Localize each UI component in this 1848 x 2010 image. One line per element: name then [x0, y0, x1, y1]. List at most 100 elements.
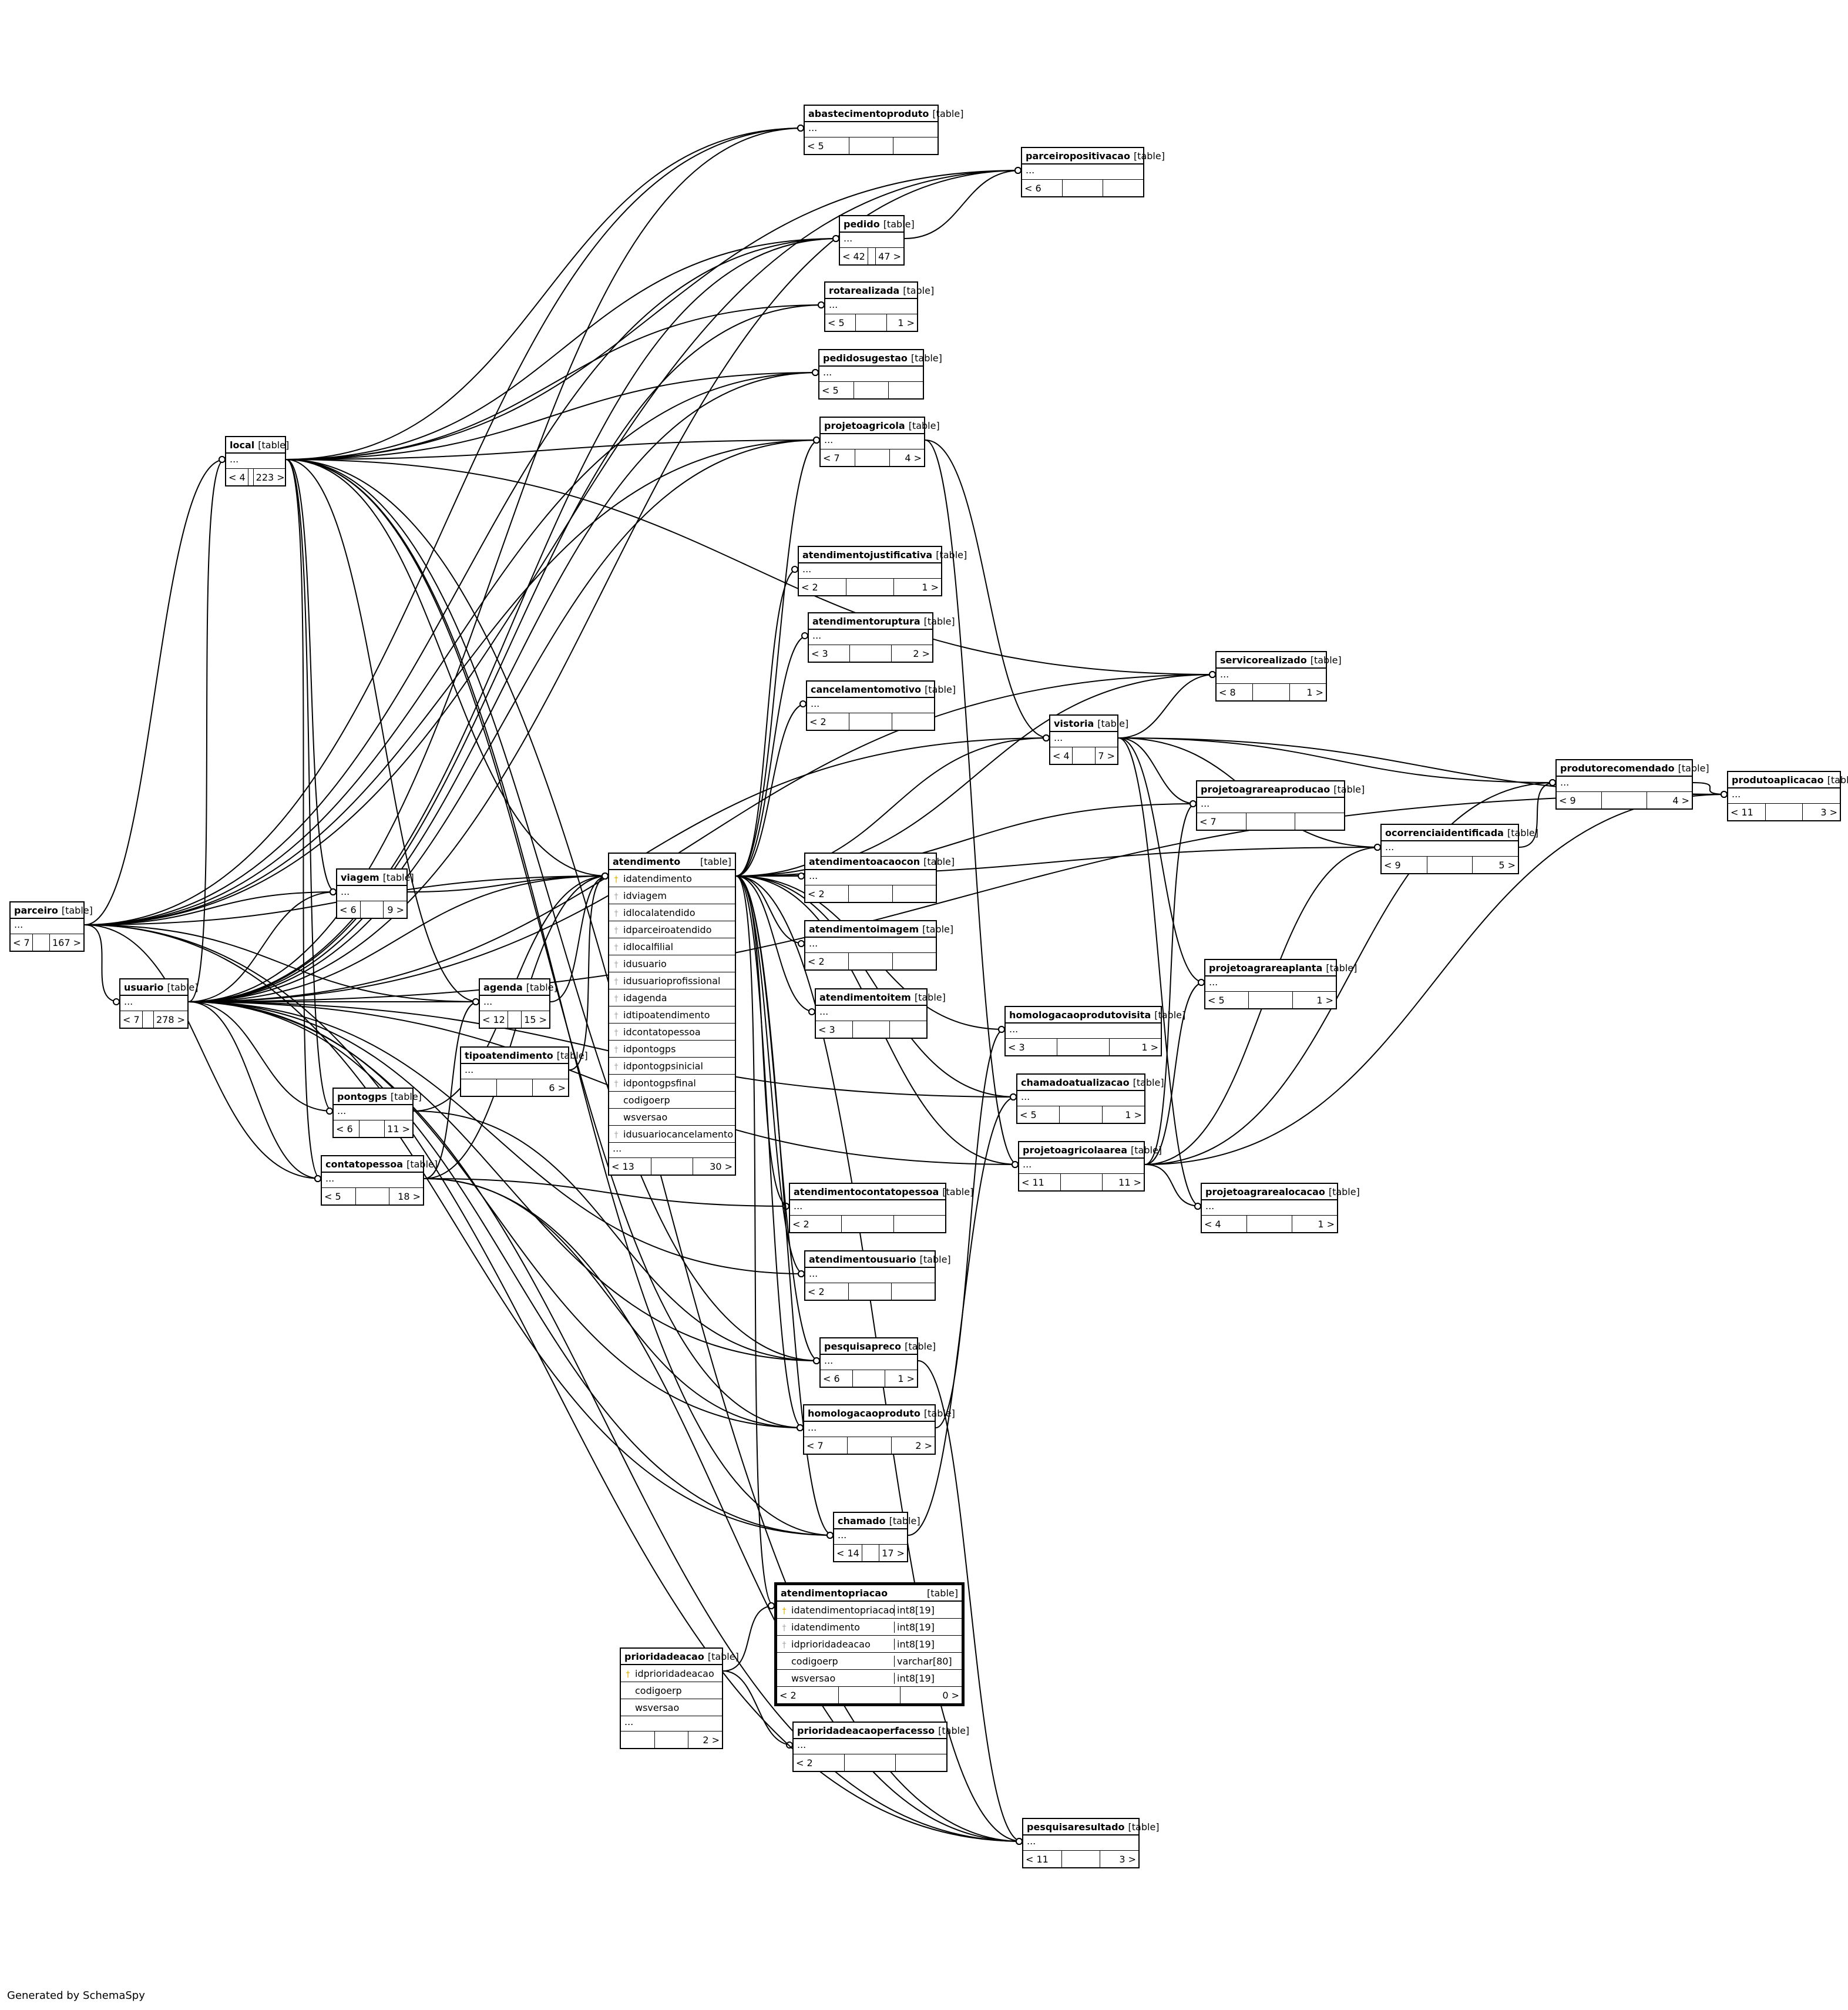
child-count[interactable]: 3 >	[1119, 1853, 1137, 1865]
table-atendimentousuario[interactable]: atendimentousuario[table]...< 2	[804, 1250, 951, 1301]
table-parceiropositivacao[interactable]: parceiropositivacao[table]...< 6	[1021, 147, 1165, 197]
parent-count[interactable]: < 4	[1050, 747, 1073, 764]
table-name[interactable]: produtoaplicacao	[1732, 774, 1824, 786]
table-name[interactable]: contatopessoa	[325, 1158, 404, 1170]
child-count[interactable]: 2 >	[913, 647, 930, 659]
table-name[interactable]: viagem	[341, 871, 379, 883]
parent-count[interactable]: < 2	[794, 1754, 845, 1771]
child-count[interactable]: 1 >	[1141, 1041, 1158, 1053]
child-count[interactable]: 1 >	[1125, 1109, 1142, 1120]
table-name[interactable]: atendimentoacaocon	[809, 855, 920, 867]
child-count[interactable]	[892, 1283, 935, 1300]
parent-count[interactable]: < 4	[1202, 1216, 1247, 1232]
table-atendimentocontatopessoa[interactable]: atendimentocontatopessoa[table]...< 2	[789, 1183, 973, 1233]
child-count[interactable]: 11 >	[387, 1123, 411, 1135]
table-name[interactable]: abastecimentoproduto	[808, 108, 929, 119]
child-count[interactable]: 1 >	[1306, 686, 1323, 698]
child-count[interactable]: 3 >	[1820, 806, 1838, 818]
child-count[interactable]: 11 >	[1118, 1176, 1141, 1188]
table-name[interactable]: atendimentocontatopessoa	[794, 1186, 939, 1197]
table-name[interactable]: prioridadeacao	[624, 1650, 704, 1662]
parent-count[interactable]: < 11	[1728, 804, 1766, 820]
table-produtoaplicacao[interactable]: produtoaplicacao[table]...< 113 >	[1727, 771, 1848, 821]
child-count[interactable]: 5 >	[1498, 859, 1516, 871]
child-count[interactable]: 18 >	[398, 1190, 421, 1202]
parent-count[interactable]: < 6	[821, 1370, 853, 1387]
table-name[interactable]: vistoria	[1054, 717, 1094, 729]
parent-count[interactable]: < 5	[819, 382, 854, 398]
parent-count[interactable]: < 42	[840, 248, 868, 264]
table-name[interactable]: ocorrenciaidentificada	[1385, 827, 1504, 838]
parent-count[interactable]: < 5	[1017, 1106, 1060, 1123]
child-count[interactable]: 2 >	[703, 1734, 720, 1746]
child-count[interactable]: 278 >	[156, 1014, 185, 1025]
parent-count[interactable]: < 6	[337, 901, 361, 918]
table-name[interactable]: pesquisapreco	[824, 1340, 902, 1352]
child-count[interactable]: 1 >	[922, 581, 939, 593]
parent-count[interactable]: < 12	[480, 1011, 508, 1028]
parent-count[interactable]: < 2	[790, 1216, 842, 1232]
table-name[interactable]: tipoatendimento	[465, 1049, 553, 1061]
table-cancelamentomotivo[interactable]: cancelamentomotivo[table]...< 2	[806, 680, 956, 731]
table-name[interactable]: chamadoatualizacao	[1021, 1076, 1130, 1088]
table-name[interactable]: parceiro	[14, 904, 58, 916]
parent-count[interactable]: < 2	[777, 1687, 839, 1703]
child-count[interactable]: 0 >	[942, 1689, 959, 1701]
table-name[interactable]: pedidosugestao	[823, 352, 908, 364]
parent-count[interactable]: < 3	[1006, 1039, 1058, 1055]
table-atendimento[interactable]: atendimento[table]†idatendimento†idviage…	[608, 853, 736, 1176]
child-count[interactable]	[894, 1216, 945, 1232]
child-count[interactable]: 15 >	[524, 1014, 547, 1025]
table-name[interactable]: atendimentoruptura	[812, 615, 920, 627]
parent-count[interactable]: < 7	[1197, 813, 1246, 830]
parent-count[interactable]: < 3	[816, 1021, 853, 1038]
child-count[interactable]: 167 >	[52, 937, 81, 948]
table-abastecimentoproduto[interactable]: abastecimentoproduto[table]...< 5	[804, 105, 963, 155]
parent-count[interactable]: < 6	[334, 1120, 359, 1137]
child-count[interactable]	[889, 382, 923, 398]
table-name[interactable]: atendimentoimagem	[809, 923, 919, 935]
child-count[interactable]	[893, 137, 938, 154]
child-count[interactable]: 17 >	[882, 1547, 905, 1559]
table-name[interactable]: atendimento	[613, 855, 681, 867]
table-name[interactable]: projetoagrareaplanta	[1209, 962, 1323, 974]
table-name[interactable]: prioridadeacaoperfacesso	[797, 1724, 935, 1736]
child-count[interactable]: 2 >	[915, 1439, 932, 1451]
parent-count[interactable]: < 9	[1382, 857, 1427, 873]
child-count[interactable]	[1103, 180, 1143, 196]
child-count[interactable]: 223 >	[256, 471, 285, 483]
parent-count[interactable]: < 11	[1019, 1174, 1061, 1190]
table-name[interactable]: produtorecomendado	[1560, 762, 1675, 774]
table-prioridadeacaoperfacesso[interactable]: prioridadeacaoperfacesso[table]...< 2	[792, 1722, 969, 1772]
child-count[interactable]: 7 >	[1098, 750, 1115, 761]
parent-count[interactable]: < 5	[825, 314, 856, 331]
table-name[interactable]: homologacaoprodutovisita	[1009, 1009, 1151, 1021]
parent-count[interactable]: < 2	[807, 713, 850, 730]
parent-count[interactable]: < 6	[1022, 180, 1063, 196]
parent-count[interactable]: < 8	[1217, 684, 1254, 700]
table-tipoatendimento[interactable]: tipoatendimento[table]...6 >	[460, 1046, 588, 1097]
child-count[interactable]	[896, 1754, 946, 1771]
parent-count[interactable]: < 2	[805, 953, 849, 969]
parent-count[interactable]: < 4	[226, 469, 248, 485]
parent-count[interactable]: < 5	[1205, 992, 1249, 1008]
table-name[interactable]: projetoagricolaarea	[1023, 1144, 1128, 1156]
table-name[interactable]: agenda	[483, 981, 523, 993]
parent-count[interactable]: < 11	[1023, 1851, 1062, 1867]
